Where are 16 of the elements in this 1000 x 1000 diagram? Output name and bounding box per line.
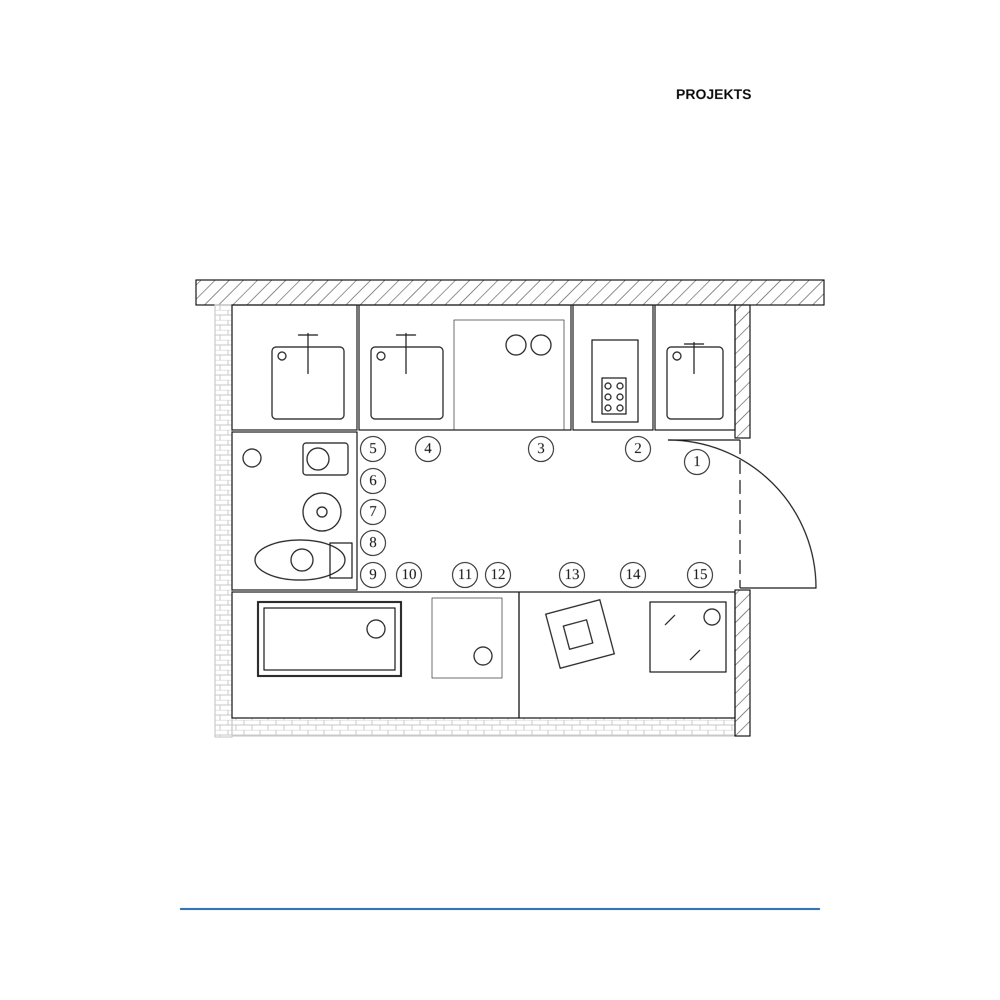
callout-number: 10 (396, 562, 422, 588)
callout-number: 12 (485, 562, 511, 588)
callout-number: 4 (415, 436, 441, 462)
callout-number: 3 (528, 436, 554, 462)
callout-number: 13 (559, 562, 585, 588)
callout-number: 14 (620, 562, 646, 588)
callout-number: 9 (360, 562, 386, 588)
callout-number: 5 (360, 436, 386, 462)
callout-number: 6 (360, 468, 386, 494)
callout-number: 1 (684, 449, 710, 475)
callout-number: 8 (360, 530, 386, 556)
callout-number: 15 (687, 562, 713, 588)
callout-number: 2 (625, 436, 651, 462)
callout-number: 11 (452, 562, 478, 588)
callout-number: 7 (360, 499, 386, 525)
project-title: PROJEKTS (676, 86, 752, 102)
